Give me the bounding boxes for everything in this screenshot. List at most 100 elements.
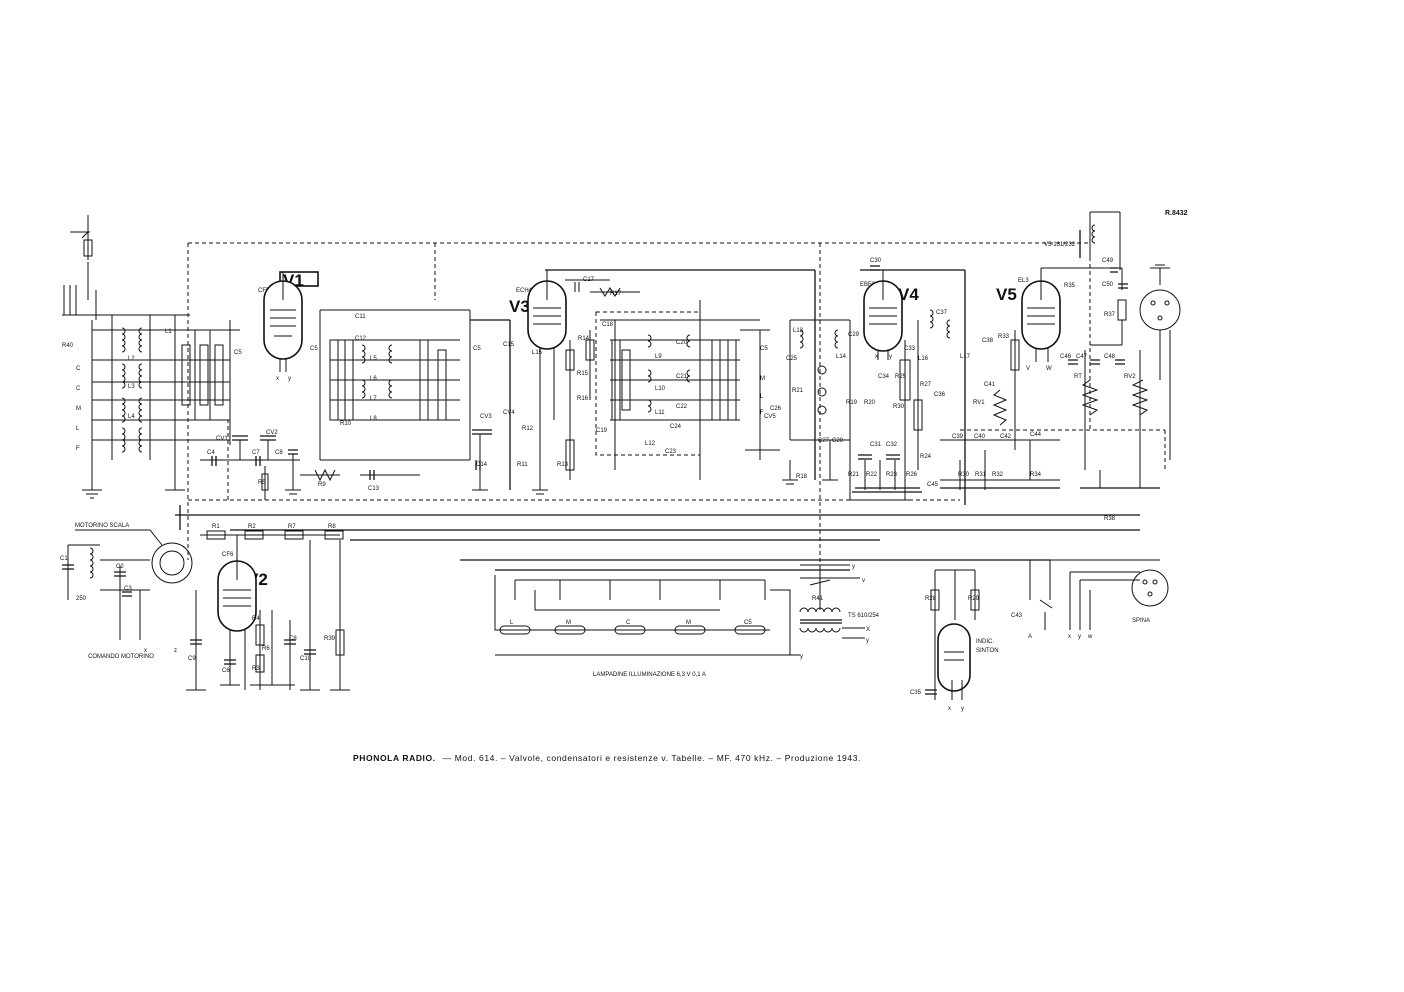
tube-v1: V1 CF50 xy bbox=[258, 271, 319, 382]
svg-text:C5: C5 bbox=[310, 346, 318, 352]
lamp-c: C bbox=[614, 620, 646, 635]
svg-text:v: v bbox=[862, 578, 865, 584]
tuning-capacitors: CV1 CV2 C4 C7 C8 R5 R9 C13 R40 L1 L2 L3 … bbox=[62, 329, 420, 500]
svg-text:C29: C29 bbox=[848, 332, 860, 338]
lamps-caption: LAMPADINE ILLUMINAZIONE 6,3 V 0,1 A bbox=[593, 672, 706, 678]
svg-text:RV2: RV2 bbox=[1124, 374, 1136, 380]
svg-text:SINTON: SINTON bbox=[976, 648, 999, 654]
svg-text:L12: L12 bbox=[645, 441, 656, 447]
svg-text:y: y bbox=[889, 354, 892, 360]
svg-text:R17: R17 bbox=[610, 291, 622, 297]
svg-text:R10: R10 bbox=[340, 421, 352, 427]
plug-spina: SPINA C43 A x y w bbox=[1011, 559, 1169, 640]
svg-text:V5-131/232: V5-131/232 bbox=[1044, 242, 1076, 248]
svg-text:C31: C31 bbox=[870, 442, 882, 448]
svg-text:R32: R32 bbox=[992, 472, 1004, 478]
svg-text:y: y bbox=[1078, 634, 1081, 640]
svg-text:EBF2: EBF2 bbox=[860, 282, 876, 288]
title-caption: PHONOLA RADIO. — Mod. 614. – Valvole, co… bbox=[353, 753, 861, 763]
svg-text:A: A bbox=[1028, 634, 1032, 640]
svg-text:C41: C41 bbox=[984, 382, 996, 388]
svg-text:R2: R2 bbox=[248, 524, 256, 530]
svg-text:R19: R19 bbox=[846, 400, 858, 406]
svg-text:C2: C2 bbox=[116, 564, 124, 570]
svg-text:R7: R7 bbox=[288, 524, 296, 530]
svg-text:CV3: CV3 bbox=[480, 414, 492, 420]
svg-text:C17: C17 bbox=[583, 277, 595, 283]
svg-text:C27: C27 bbox=[818, 438, 830, 444]
svg-text:L7: L7 bbox=[370, 396, 377, 402]
svg-text:C23: C23 bbox=[665, 449, 677, 455]
svg-text:F: F bbox=[76, 446, 80, 452]
svg-text:C: C bbox=[76, 366, 81, 372]
svg-text:L: L bbox=[760, 394, 764, 400]
svg-text:L3: L3 bbox=[128, 384, 135, 390]
svg-text:C40: C40 bbox=[974, 434, 986, 440]
svg-text:EL3: EL3 bbox=[1018, 278, 1029, 284]
svg-text:R5: R5 bbox=[258, 480, 266, 486]
svg-text:W: W bbox=[1046, 366, 1052, 372]
svg-text:C21: C21 bbox=[676, 374, 688, 380]
svg-text:ECH4: ECH4 bbox=[516, 288, 533, 294]
svg-text:L14: L14 bbox=[836, 354, 847, 360]
tube-v2: V2 CF6 R4 R6 R3 C8 C10 R39 C9 C6 bbox=[186, 535, 350, 691]
svg-text:COMANDO MOTORINO: COMANDO MOTORINO bbox=[88, 654, 154, 660]
svg-text:RV1: RV1 bbox=[973, 400, 985, 406]
ground-bars bbox=[852, 470, 1160, 493]
antenna-coils bbox=[121, 327, 224, 453]
svg-text:R40: R40 bbox=[62, 343, 74, 349]
svg-text:250: 250 bbox=[76, 596, 87, 602]
svg-text:R3: R3 bbox=[252, 666, 260, 672]
svg-text:C7: C7 bbox=[252, 450, 260, 456]
svg-text:y: y bbox=[961, 706, 964, 712]
svg-text:R1: R1 bbox=[212, 524, 220, 530]
svg-text:CV1: CV1 bbox=[216, 436, 228, 442]
svg-text:C42: C42 bbox=[1000, 434, 1012, 440]
svg-text:x: x bbox=[948, 706, 951, 712]
svg-text:L10: L10 bbox=[655, 386, 666, 392]
caption-text: — Mod. 614. – Valvole, condensatori e re… bbox=[443, 753, 861, 763]
svg-text:C3: C3 bbox=[124, 586, 132, 592]
svg-text:L: L bbox=[76, 426, 80, 432]
svg-text:R4: R4 bbox=[252, 616, 260, 622]
svg-text:x: x bbox=[875, 354, 878, 360]
svg-text:R20: R20 bbox=[864, 400, 876, 406]
svg-text:L11: L11 bbox=[655, 410, 665, 416]
svg-text:L9: L9 bbox=[655, 354, 662, 360]
svg-text:MOTORINO SCALA: MOTORINO SCALA bbox=[75, 523, 129, 529]
svg-text:R27: R27 bbox=[920, 382, 932, 388]
main-bus-lines bbox=[175, 269, 1140, 571]
svg-text:C: C bbox=[76, 386, 81, 392]
svg-text:R26: R26 bbox=[906, 472, 918, 478]
lamp-l: L bbox=[499, 620, 531, 635]
svg-text:C36: C36 bbox=[934, 392, 946, 398]
svg-text:C45: C45 bbox=[927, 482, 939, 488]
svg-text:C32: C32 bbox=[886, 442, 898, 448]
svg-text:C22: C22 bbox=[676, 404, 688, 410]
svg-text:R14: R14 bbox=[578, 336, 590, 342]
svg-text:C5: C5 bbox=[744, 620, 752, 626]
svg-text:V5: V5 bbox=[996, 285, 1017, 304]
svg-text:L17: L17 bbox=[960, 354, 971, 360]
svg-text:x: x bbox=[276, 376, 279, 382]
tube-v3: V3 ECH4 C17 R17 L15 R14 R15 R16 R12 R11 … bbox=[509, 270, 640, 495]
svg-text:R30: R30 bbox=[958, 472, 970, 478]
svg-text:PHONOLA RADIO. — Mod. 61: PHONOLA RADIO. — Mod. 614. – Valvole, co… bbox=[353, 753, 861, 763]
svg-text:y: y bbox=[288, 376, 291, 382]
svg-text:C25: C25 bbox=[786, 356, 798, 362]
svg-text:C14: C14 bbox=[476, 462, 488, 468]
svg-text:R21: R21 bbox=[792, 388, 804, 394]
svg-text:M: M bbox=[76, 406, 81, 412]
lamp-c5: C5 bbox=[734, 620, 766, 635]
svg-text:L2: L2 bbox=[128, 356, 135, 362]
svg-text:C18: C18 bbox=[602, 322, 614, 328]
svg-text:R30: R30 bbox=[893, 404, 905, 410]
antenna-section bbox=[62, 215, 240, 499]
svg-text:C38: C38 bbox=[982, 338, 994, 344]
svg-text:R9: R9 bbox=[318, 482, 326, 488]
if-block: C18 C20 C21 C22 C24 C23 L12 L9 L10 L11 C… bbox=[595, 300, 780, 480]
svg-text:L1: L1 bbox=[165, 329, 172, 335]
